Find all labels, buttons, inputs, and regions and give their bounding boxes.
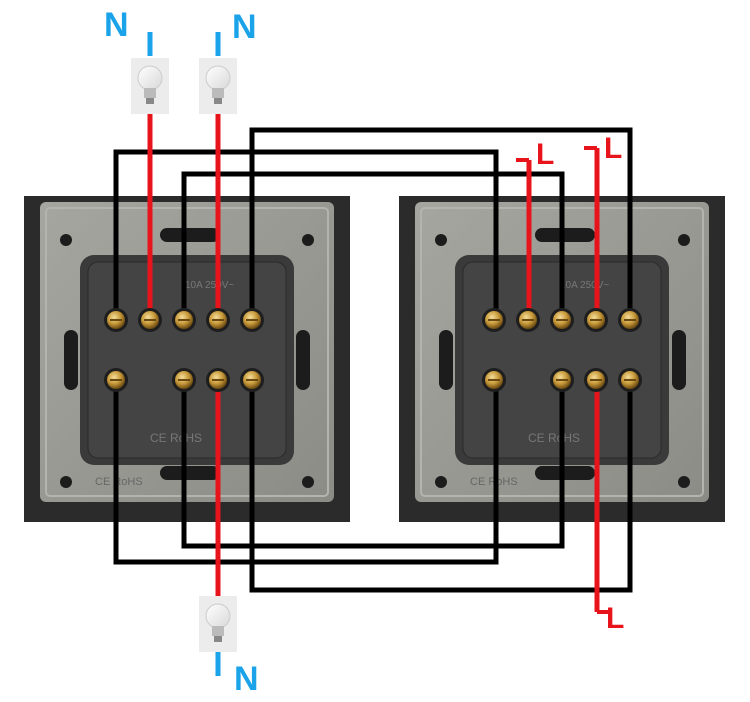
live-label-top-right: L	[604, 132, 623, 165]
neutral-label-top-right: N	[232, 8, 257, 46]
left-plate-cert: CE RoHS	[95, 476, 143, 488]
traveler-wire-3b	[181, 380, 565, 549]
traveler-wire-1b	[249, 380, 633, 593]
right-cert-text: CE RoHS	[528, 431, 580, 445]
neutral-label-bottom: N	[234, 660, 259, 698]
lamp-1	[131, 58, 169, 114]
light-bulb-icon	[205, 65, 231, 104]
lamp-3	[199, 596, 237, 652]
lamp-2	[199, 58, 237, 114]
right-rating-text: 10A 250V~	[560, 280, 609, 291]
traveler-wire-1	[249, 127, 633, 322]
live-label-top-left: L	[536, 138, 555, 171]
live-wires	[147, 112, 600, 612]
left-switch: 10A 250V~ CE RoHS CE RoHS	[24, 196, 350, 522]
light-bulb-icon	[205, 603, 231, 642]
left-cert-text: CE RoHS	[150, 431, 202, 445]
neutral-wires	[147, 32, 221, 676]
traveler-wire-2b	[113, 380, 499, 565]
terminals	[104, 308, 642, 392]
light-bulb-icon	[137, 65, 163, 104]
traveler-wire-3	[181, 171, 565, 322]
traveler-wire-2	[113, 149, 499, 322]
traveler-wires	[113, 127, 633, 593]
neutral-label-top-left: N	[104, 6, 129, 44]
live-label-bottom: L	[606, 602, 625, 635]
left-rating-text: 10A 250V~	[185, 280, 234, 291]
